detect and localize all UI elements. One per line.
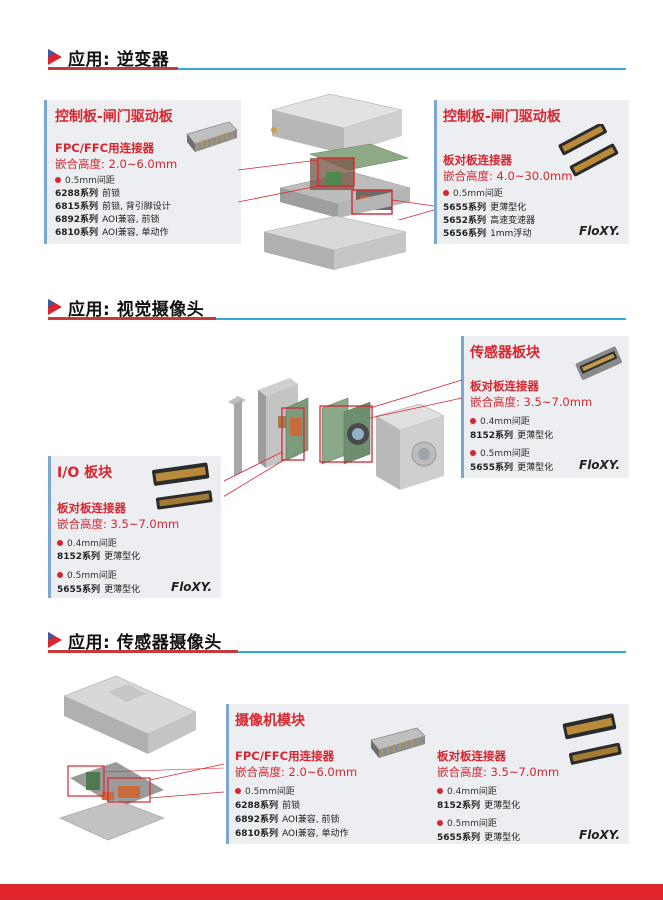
bullet-dot-icon xyxy=(57,539,63,546)
panel-title: I/O 板块 xyxy=(57,465,113,481)
b2b-connector-image xyxy=(575,346,622,380)
section3-underline xyxy=(48,650,238,653)
bullet-dot-icon xyxy=(443,189,449,196)
panel-title: 传感器板块 xyxy=(470,345,540,361)
play-arrow-icon xyxy=(48,632,62,648)
bullet-dot-icon xyxy=(235,787,241,794)
pitch-label: 0.5mm间距 xyxy=(55,173,115,186)
connector-type: 板对板连接器 xyxy=(470,379,539,393)
play-arrow-icon xyxy=(48,299,62,315)
s1-left-panel: 控制板-闸门驱动板 FPC/FFC用连接器 嵌合高度: 2.0~6.0mm 0.… xyxy=(44,100,241,244)
b2b-connector-image xyxy=(152,462,213,510)
section3-rule xyxy=(238,651,626,653)
mating-height: 嵌合高度: 3.5~7.0mm xyxy=(57,517,180,531)
list-item: 6288系列前锁 xyxy=(55,189,121,199)
mating-height: 嵌合高度: 2.0~6.0mm xyxy=(235,765,358,779)
pitch-label: 0.4mm间距 xyxy=(57,536,117,549)
list-item: 8152系列更薄型化 xyxy=(470,431,554,441)
section2-header: 应用: 视觉摄像头 xyxy=(48,294,204,320)
section1-rule xyxy=(178,68,626,70)
section2-rule xyxy=(216,318,626,320)
floxy-logo: FloXY. xyxy=(579,224,621,238)
footer-bar xyxy=(0,884,663,900)
bullet-dot-icon xyxy=(57,571,63,578)
b2b-connector-image xyxy=(558,124,619,177)
pitch-label: 0.5mm间距 xyxy=(235,784,295,797)
panel-title: 控制板-闸门驱动板 xyxy=(55,109,173,125)
section2-title: 应用: 视觉摄像头 xyxy=(68,299,205,320)
pitch-label: 0.4mm间距 xyxy=(437,784,497,797)
section2-underline xyxy=(48,317,216,320)
play-arrow-icon xyxy=(48,49,62,65)
pitch-label: 0.5mm间距 xyxy=(470,446,530,459)
list-item: 5655系列更薄型化 xyxy=(57,585,141,595)
list-item: 6815系列前锁, 背引脚设计 xyxy=(55,202,171,212)
mating-height: 嵌合高度: 3.5~7.0mm xyxy=(437,765,560,779)
panel-title: 摄像机模块 xyxy=(235,713,305,729)
list-item: 6288系列前锁 xyxy=(235,801,301,811)
connector-type: FPC/FFC用连接器 xyxy=(55,141,155,155)
vision-camera-exploded-illustration xyxy=(224,378,463,497)
bullet-dot-icon xyxy=(470,449,476,456)
connector-type: 板对板连接器 xyxy=(437,749,506,763)
s1-right-panel: 控制板-闸门驱动板 板对板连接器 嵌合高度: 4.0~30.0mm 0.5mm间… xyxy=(434,100,629,244)
pitch-label: 0.5mm间距 xyxy=(57,568,117,581)
fpc-connector-image xyxy=(370,727,426,758)
panel-title: 控制板-闸门驱动板 xyxy=(443,109,561,125)
section1-title: 应用: 逆变器 xyxy=(68,49,170,70)
mating-height: 嵌合高度: 3.5~7.0mm xyxy=(470,395,593,409)
fpc-connector-image xyxy=(186,121,238,152)
floxy-logo: FloXY. xyxy=(579,828,621,842)
pitch-label: 0.5mm间距 xyxy=(437,816,497,829)
inverter-exploded-illustration xyxy=(263,93,411,270)
bullet-dot-icon xyxy=(470,417,476,424)
bullet-dot-icon xyxy=(437,787,443,794)
bullet-dot-icon xyxy=(437,819,443,826)
list-item: 5655系列更薄型化 xyxy=(470,463,554,473)
pitch-label: 0.4mm间距 xyxy=(470,414,530,427)
s3-panel: 摄像机模块 FPC/FFC用连接器 嵌合高度: 2.0~6.0mm 0.5mm间… xyxy=(226,704,629,844)
pitch-label: 0.5mm间距 xyxy=(443,186,503,199)
connector-type: FPC/FFC用连接器 xyxy=(235,749,335,763)
s2-left-panel: I/O 板块 板对板连接器 嵌合高度: 3.5~7.0mm 0.4mm间距 81… xyxy=(48,456,221,598)
floxy-logo: FloXY. xyxy=(171,580,213,594)
b2b-connector-image xyxy=(562,713,622,765)
list-item: 8152系列更薄型化 xyxy=(437,801,521,811)
section3-title: 应用: 传感器摄像头 xyxy=(68,632,222,653)
list-item: 5655系列更薄型化 xyxy=(437,833,521,843)
section1-header: 应用: 逆变器 xyxy=(48,44,169,70)
s1-callout-lines xyxy=(238,159,435,220)
connector-type: 板对板连接器 xyxy=(57,501,126,515)
list-item: 5655系列更薄型化 xyxy=(443,203,527,213)
mating-height: 嵌合高度: 4.0~30.0mm xyxy=(443,169,573,183)
connector-type: 板对板连接器 xyxy=(443,153,512,167)
bullet-dot-icon xyxy=(55,176,61,183)
mating-height: 嵌合高度: 2.0~6.0mm xyxy=(55,157,178,171)
floxy-logo: FloXY. xyxy=(579,458,621,472)
s2-right-panel: 传感器板块 板对板连接器 嵌合高度: 3.5~7.0mm 0.4mm间距 815… xyxy=(461,336,629,478)
section3-header: 应用: 传感器摄像头 xyxy=(48,627,222,653)
list-item: 8152系列更薄型化 xyxy=(57,552,141,562)
list-item: 5652系列高速变速器 xyxy=(443,216,536,226)
section1-underline xyxy=(48,67,178,70)
sensor-camera-exploded-illustration xyxy=(59,675,225,841)
